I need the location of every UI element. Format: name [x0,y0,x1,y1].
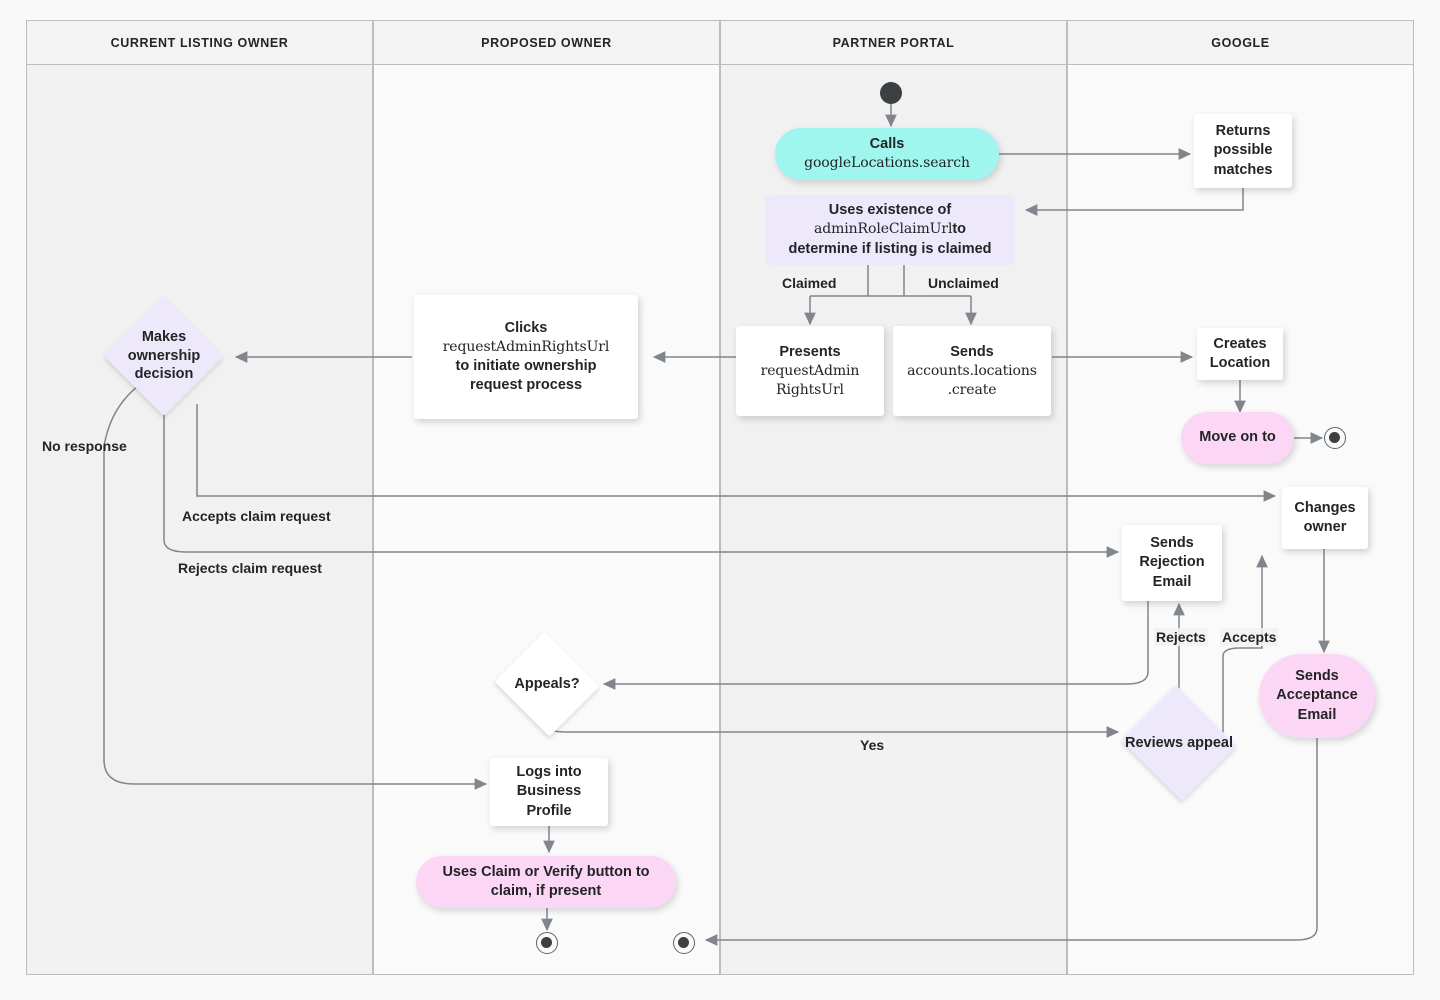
node-calls-google-locations-search[interactable]: Calls googleLocations.search [775,128,999,180]
node-line-1: Sends [950,343,994,360]
node-returns-possible-matches[interactable]: Returns possible matches [1194,114,1292,188]
node-code-line-2: .create [947,381,997,398]
node-line-2: to [952,221,967,238]
node-label: Appeals? [514,675,580,692]
lane-header-proposed-owner: PROPOSED OWNER [373,20,720,65]
node-clicks-request-admin-rights-url[interactable]: Clicks requestAdminRightsUrl to initiate… [414,295,638,419]
node-line-1: Clicks [504,319,548,336]
lane-header-label: GOOGLE [1211,35,1270,50]
node-sends-acceptance-email[interactable]: Sends Acceptance Email [1259,654,1375,738]
edge-label-no-response: No response [42,438,127,454]
edge-label-rejects-claim-request: Rejects claim request [176,559,324,578]
node-changes-owner[interactable]: Changes owner [1282,487,1368,549]
edge-label-claimed: Claimed [780,274,839,293]
edge-label-accepts-claim-request: Accepts claim request [180,507,333,526]
edge-label-rejects: Rejects [1154,628,1208,647]
edge-label-yes: Yes [858,736,887,755]
node-code-line: requestAdminRightsUrl [442,339,610,356]
edge-label-accepts: Accepts [1220,628,1279,647]
node-label: Creates Location [1209,335,1271,371]
lane-header-google: GOOGLE [1067,20,1414,65]
end-node-partner [673,932,695,954]
node-label: Move on to [1199,429,1276,446]
node-label: Logs into Business Profile [516,764,582,819]
node-line-2: to initiate ownership request process [455,357,597,393]
node-code-line-1: requestAdmin [760,363,860,380]
node-line-1: Calls [869,136,905,153]
lane-header-label: CURRENT LISTING OWNER [110,35,289,50]
node-sends-accounts-locations-create[interactable]: Sends accounts.locations .create [893,326,1051,416]
node-label: Sends Rejection Email [1139,535,1205,590]
node-sends-rejection-email[interactable]: Sends Rejection Email [1122,525,1222,601]
node-uses-claim-or-verify-button[interactable]: Uses Claim or Verify button to claim, if… [416,856,676,908]
node-uses-existence-of-admin-role-claim-url[interactable]: Uses existence of adminRoleClaimUrlto de… [765,195,1015,265]
lane-proposed-owner [373,20,720,975]
node-line-3: determine if listing is claimed [788,240,992,257]
end-node-google [1324,427,1346,449]
lane-header-partner-portal: PARTNER PORTAL [720,20,1067,65]
node-makes-ownership-decision[interactable]: Makes ownership decision [104,296,224,416]
lane-current-listing-owner [26,20,373,975]
node-code-line-1: accounts.locations [907,363,1037,380]
node-label: Uses Claim or Verify button to claim, if… [442,863,650,899]
node-label: Changes owner [1294,499,1356,535]
node-move-on-to[interactable]: Move on to [1181,412,1294,464]
node-code-admin-role-claim-url: adminRoleClaimUrl [813,221,953,238]
edge-label-unclaimed: Unclaimed [926,274,1001,293]
lane-header-label: PARTNER PORTAL [832,35,955,50]
node-label: Sends Acceptance Email [1276,668,1358,723]
node-code-line-2: RightsUrl [776,381,844,398]
node-reviews-appeal[interactable]: Reviews appeal [1118,685,1240,801]
node-presents-request-admin-rights-url[interactable]: Presents requestAdmin RightsUrl [736,326,884,416]
end-node-proposed [536,932,558,954]
node-line-1: Presents [779,343,841,360]
node-label: Makes ownership decision [127,329,201,383]
node-code-line: googleLocations.search [804,155,970,172]
node-creates-location[interactable]: Creates Location [1197,328,1283,380]
node-label: Reviews appeal [1125,734,1233,751]
node-appeals-decision[interactable]: Appeals? [492,631,602,737]
node-line-1: Uses existence of [828,202,952,219]
node-logs-into-business-profile[interactable]: Logs into Business Profile [490,758,608,826]
node-label: Returns possible matches [1213,123,1273,178]
lane-header-label: PROPOSED OWNER [481,35,612,50]
start-node [880,82,902,104]
lane-header-current-listing-owner: CURRENT LISTING OWNER [26,20,373,65]
